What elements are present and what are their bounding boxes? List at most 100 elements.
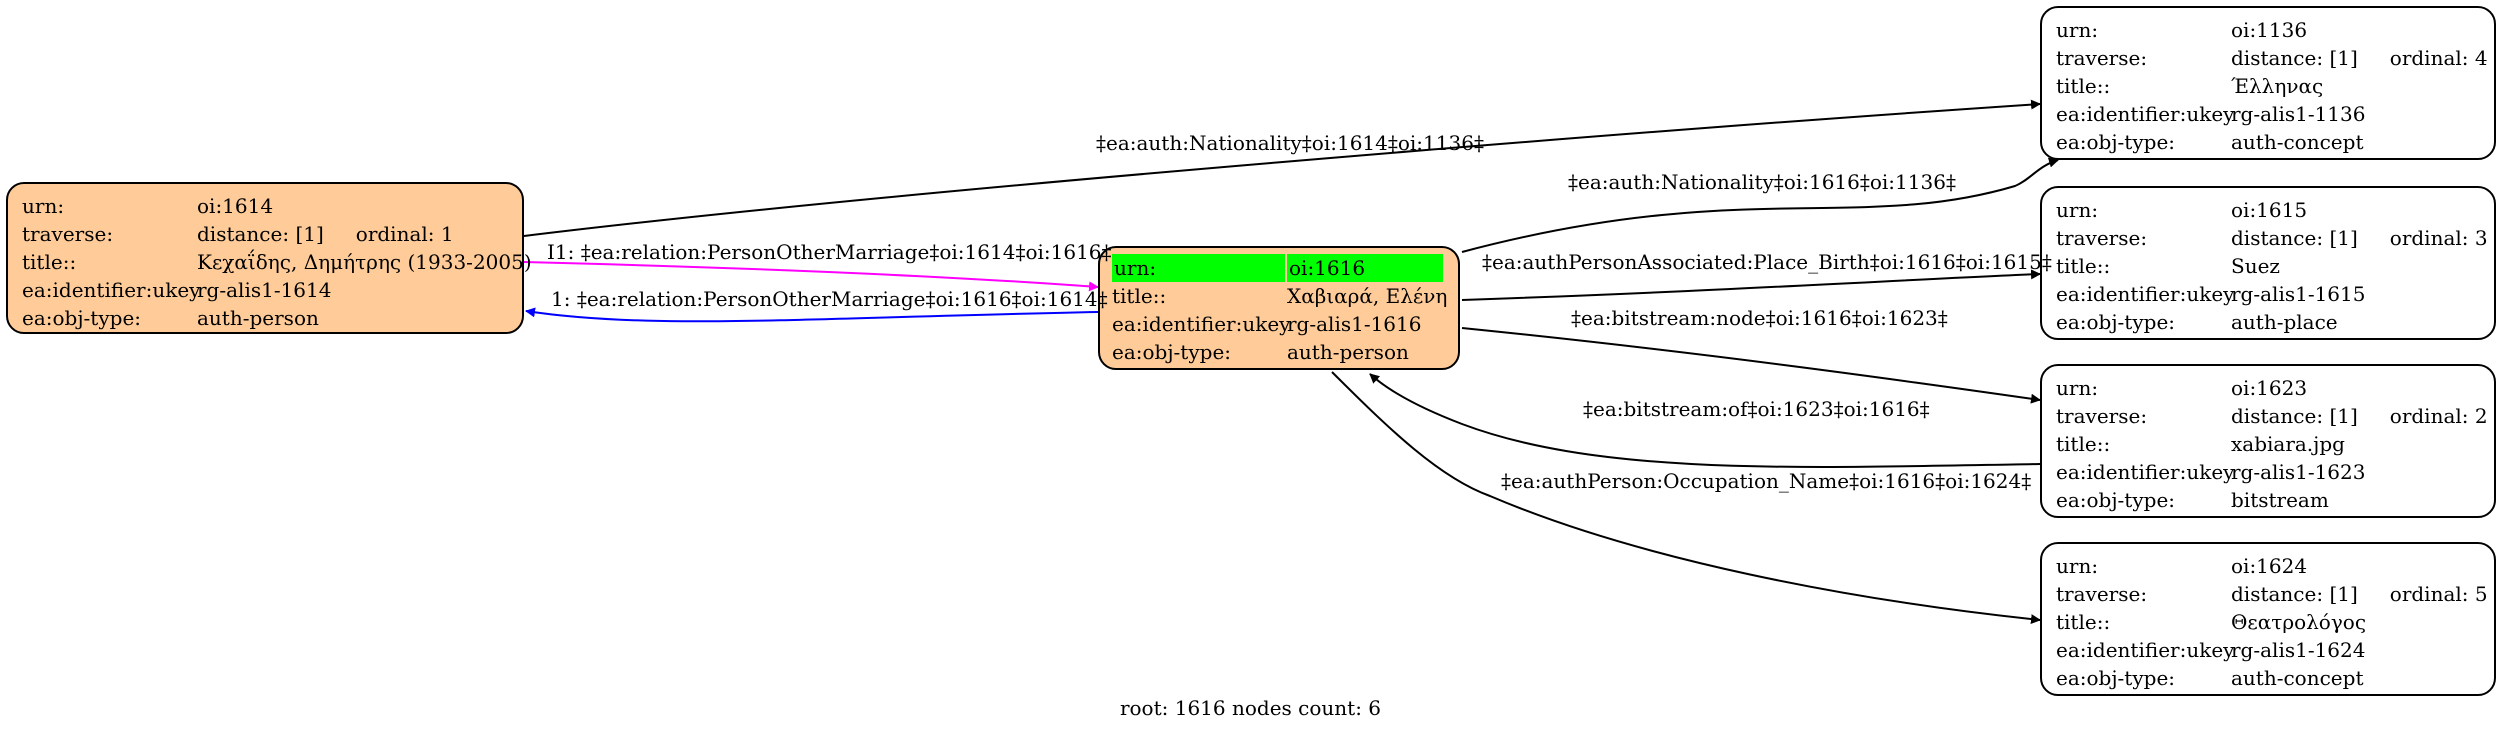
node-1624[interactable]: urn: oi:1624 traverse: distance: [1] ordina… xyxy=(2040,542,2496,696)
row-value: Χαβιαρά, Ελένη xyxy=(1287,284,1448,308)
row-value: xabiara.jpg xyxy=(2231,432,2345,456)
node-row: ea:obj-type: bitstream xyxy=(2056,486,2480,514)
node-row: ea:obj-type:auth-person xyxy=(1112,338,1446,366)
row-value: rg-alis1-1624 xyxy=(2231,638,2366,662)
row-key: ea:identifier:ukey xyxy=(2056,638,2235,662)
edge-label-e6: ‡ea:bitstream:node‡oi:1616‡oi:1623‡ xyxy=(1571,306,1948,330)
row-key: urn: xyxy=(22,194,65,218)
row-value: rg-alis1-1615 xyxy=(2231,282,2366,306)
row-key: traverse: xyxy=(2056,46,2148,70)
row-ordinal: ordinal: 3 xyxy=(2389,226,2488,250)
edge-e1-line xyxy=(523,99,2041,237)
row-key: urn: xyxy=(2056,554,2099,578)
row-key: urn: xyxy=(2056,18,2099,42)
edge-label-e8: ‡ea:authPerson:Occupation_Name‡oi:1616‡o… xyxy=(1501,469,2032,493)
node-1614[interactable]: urn: oi:1614 traverse: distance: [1] ordina… xyxy=(6,182,532,334)
row-ordinal: ordinal: 5 xyxy=(2389,582,2488,606)
row-value: oi:1624 xyxy=(2231,554,2308,578)
row-value: bitstream xyxy=(2231,488,2329,512)
row-key: traverse: xyxy=(2056,226,2148,250)
row-key: ea:obj-type: xyxy=(1112,340,1232,364)
row-value: oi:1623 xyxy=(2231,376,2308,400)
edge-e2-line xyxy=(523,261,1099,292)
row-value: distance: [1] xyxy=(2231,46,2358,70)
node-row: traverse: distance: [1] ordinal: 4 xyxy=(2056,44,2488,72)
node-1616-root[interactable]: urn:oi:1616 title::Χαβιαρά, Ελένη ea:ide… xyxy=(1098,246,1460,370)
row-key: urn: xyxy=(2056,376,2099,400)
row-value: distance: [1] xyxy=(2231,226,2358,250)
edge-label-e4: ‡ea:auth:Nationality‡oi:1616‡oi:1136‡ xyxy=(1568,170,1956,194)
node-row: title::xabiara.jpg xyxy=(2056,430,2480,458)
node-1136[interactable]: urn:oi:1136 traverse:distance: [1]ordina… xyxy=(2040,6,2496,160)
row-key: traverse: xyxy=(22,222,114,246)
footer-summary: root: 1616 nodes count: 6 xyxy=(1119,696,1382,720)
node-row: urn: oi:1615 xyxy=(2056,196,2480,224)
row-key: title:: xyxy=(2056,254,2111,278)
row-key: ea:identifier:ukey xyxy=(2056,102,2235,126)
node-row-highlighted: urn:oi:1616 xyxy=(1112,254,1446,282)
row-key: title:: xyxy=(2056,74,2111,98)
row-value: Κεχαΐδης, Δημήτρης (1933-2005) xyxy=(197,250,532,274)
row-key: ea:obj-type: xyxy=(2056,310,2176,334)
row-value: distance: [1] xyxy=(2231,582,2358,606)
row-key: ea:obj-type: xyxy=(22,306,142,330)
node-row: traverse: distance: [1] ordinal: 2 xyxy=(2056,402,2488,430)
row-ordinal: ordinal: 2 xyxy=(2389,404,2488,428)
row-key: title:: xyxy=(22,250,77,274)
row-key: ea:identifier:ukey xyxy=(1112,312,1291,336)
row-key: ea:obj-type: xyxy=(2056,130,2176,154)
node-row: traverse: distance: [1] ordinal: 3 xyxy=(2056,224,2488,252)
row-value: Suez xyxy=(2231,254,2280,278)
row-value: Θεατρολόγος xyxy=(2231,610,2367,634)
edge-e6-line xyxy=(1461,327,2041,404)
edge-e8-line xyxy=(1331,371,2041,625)
row-value: rg-alis1-1623 xyxy=(2231,460,2366,484)
row-value: distance: [1] xyxy=(2231,404,2358,428)
row-value: auth-concept xyxy=(2231,666,2364,690)
row-value: oi:1614 xyxy=(197,194,274,218)
row-key: urn: xyxy=(2056,198,2099,222)
row-key: ea:obj-type: xyxy=(2056,666,2176,690)
node-row: title::Θεατρολόγος xyxy=(2056,608,2480,636)
row-value: Έλληνας xyxy=(2231,74,2324,98)
row-key: title:: xyxy=(2056,610,2111,634)
node-row: ea:obj-type: auth-place xyxy=(2056,308,2480,336)
row-value: rg-alis1-1614 xyxy=(197,278,332,302)
row-key: ea:identifier:ukey xyxy=(2056,460,2235,484)
node-row: ea:obj-type: auth-person xyxy=(22,304,508,332)
node-row: title::Suez xyxy=(2056,252,2480,280)
row-value: distance: [1] xyxy=(197,222,324,246)
node-row: urn: oi:1624 xyxy=(2056,552,2480,580)
row-value: auth-person xyxy=(197,306,319,330)
row-value: auth-place xyxy=(2231,310,2338,334)
row-value: auth-concept xyxy=(2231,130,2364,154)
row-key: traverse: xyxy=(2056,404,2148,428)
row-ordinal: ordinal: 1 xyxy=(355,222,454,246)
row-key: urn: xyxy=(1112,254,1285,282)
row-value: rg-alis1-1616 xyxy=(1287,312,1422,336)
node-row: urn: oi:1614 xyxy=(22,192,508,220)
node-row: title::Χαβιαρά, Ελένη xyxy=(1112,282,1448,310)
edge-label-e7: ‡ea:bitstream:of‡oi:1623‡oi:1616‡ xyxy=(1583,397,1930,421)
edge-label-e5: ‡ea:authPersonAssociated:Place_Birth‡oi:… xyxy=(1482,250,2052,274)
node-row: traverse: distance: [1] ordinal: 1 xyxy=(22,220,508,248)
node-1623[interactable]: urn: oi:1623 traverse: distance: [1] ordina… xyxy=(2040,364,2496,518)
row-key: title:: xyxy=(1112,284,1167,308)
row-key: ea:identifier:ukey xyxy=(2056,282,2235,306)
row-ordinal: ordinal: 4 xyxy=(2389,46,2488,70)
edge-e3-line xyxy=(525,307,1099,323)
row-key: traverse: xyxy=(2056,582,2148,606)
node-1615[interactable]: urn: oi:1615 traverse: distance: [1] ordina… xyxy=(2040,186,2496,340)
row-key: title:: xyxy=(2056,432,2111,456)
row-key: ea:obj-type: xyxy=(2056,488,2176,512)
row-value: oi:1616 xyxy=(1287,254,1443,282)
row-value: oi:1615 xyxy=(2231,198,2308,222)
